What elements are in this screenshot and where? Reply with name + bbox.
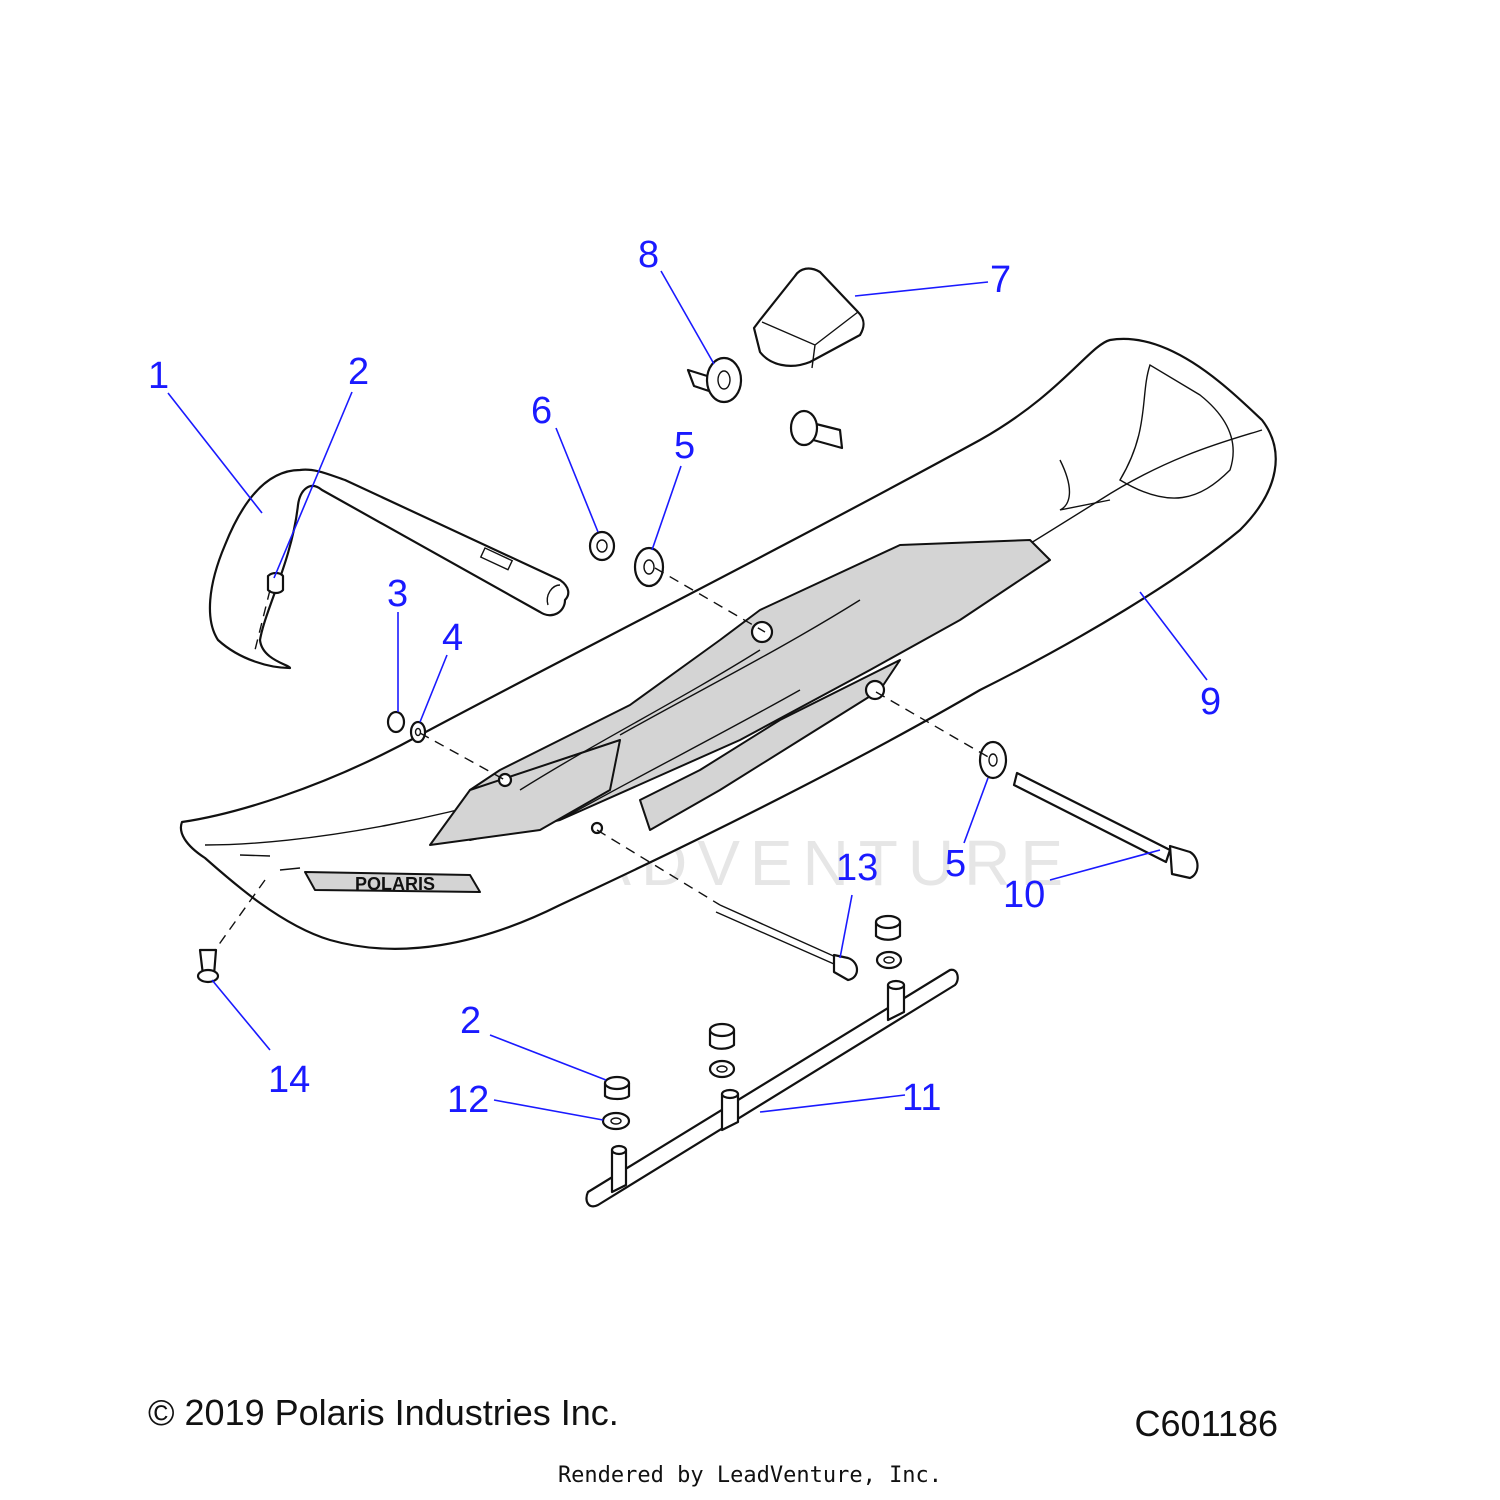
callout-13: 13 <box>836 847 878 889</box>
wear-bar <box>585 968 959 1208</box>
drawing-code: C601186 <box>1134 1403 1278 1444</box>
nut-2-lower-mid <box>708 1022 736 1050</box>
rendered-by-credit: Rendered by LeadVenture, Inc. <box>557 1463 943 1488</box>
callout-labels: 1 2 3 4 5 6 7 8 9 5 10 13 14 2 12 11 <box>148 234 1221 1121</box>
bolt-10 <box>1012 771 1199 880</box>
washer-5-lower <box>978 740 1008 780</box>
callout-1: 1 <box>148 355 169 397</box>
callout-12: 12 <box>447 1079 489 1121</box>
callout-14: 14 <box>268 1059 310 1101</box>
nut-2-lower-right <box>874 914 902 941</box>
callout-5-upper: 5 <box>674 425 695 467</box>
nut-2-lower-left <box>603 1075 631 1101</box>
copyright-notice: © 2019 Polaris Industries Inc. <box>148 1392 619 1433</box>
washer-5-upper <box>633 546 665 588</box>
callout-4: 4 <box>442 617 463 659</box>
callout-11: 11 <box>902 1077 941 1119</box>
callout-9: 9 <box>1200 681 1221 723</box>
washer-4 <box>409 720 427 744</box>
ski-body: POLARIS <box>179 337 1277 950</box>
callout-7: 7 <box>990 259 1011 301</box>
bolt-13 <box>715 904 859 982</box>
nut-6 <box>588 530 616 562</box>
callout-8: 8 <box>638 234 659 276</box>
leader-lines <box>167 270 1208 1121</box>
ski-logo-text: POLARIS <box>355 874 435 894</box>
callout-10: 10 <box>1003 874 1045 916</box>
callout-2-upper: 2 <box>348 351 369 393</box>
ski-handle-loop <box>208 468 570 670</box>
washer-12-mid <box>708 1059 736 1079</box>
handle-insert <box>266 571 285 595</box>
callout-2-lower: 2 <box>460 1000 481 1042</box>
bushing-lower <box>789 409 844 450</box>
washer-12-left <box>601 1111 631 1131</box>
bushing-upper <box>686 356 743 404</box>
nut-3 <box>386 710 406 734</box>
callout-3: 3 <box>387 573 408 615</box>
screw-14 <box>196 948 220 984</box>
ski-bumper <box>752 267 865 369</box>
assembly-path-lines <box>214 567 991 951</box>
callout-6: 6 <box>531 390 552 432</box>
callout-5-lower: 5 <box>945 843 966 885</box>
washer-12-right <box>875 950 903 970</box>
